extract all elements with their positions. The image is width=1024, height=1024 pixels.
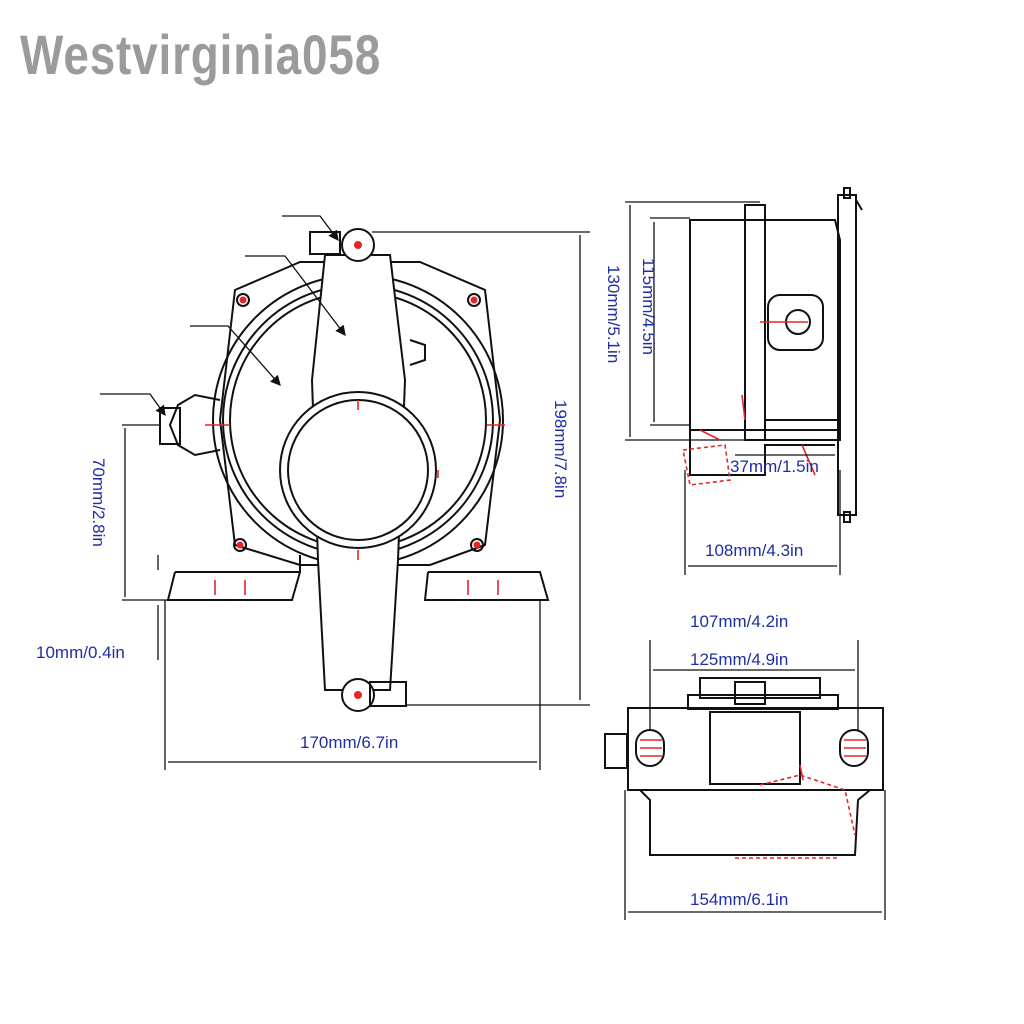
front-view bbox=[100, 215, 590, 770]
front-height-label: 198mm/7.8in bbox=[551, 400, 570, 498]
side-depth-label: 108mm/4.3in bbox=[705, 541, 803, 560]
top-width-label-2: 125mm/4.9in bbox=[690, 650, 788, 669]
front-width-label: 170mm/6.7in bbox=[300, 733, 398, 752]
front-mount-height-label: 70mm/2.8in bbox=[89, 458, 108, 547]
top-width-label-3: 154mm/6.1in bbox=[690, 890, 788, 909]
top-width-label-1: 107mm/4.2in bbox=[690, 612, 788, 631]
watermark-text: Westvirginia058 bbox=[20, 23, 382, 86]
side-view bbox=[625, 187, 863, 575]
front-foot-thickness-label: 10mm/0.4in bbox=[36, 643, 125, 662]
side-shaft-label: 37mm/1.5in bbox=[730, 457, 819, 476]
side-inner-height-label: 115mm/4.5in bbox=[639, 258, 658, 355]
top-view bbox=[604, 640, 886, 920]
side-outer-height-label: 130mm/5.1in bbox=[604, 265, 623, 363]
